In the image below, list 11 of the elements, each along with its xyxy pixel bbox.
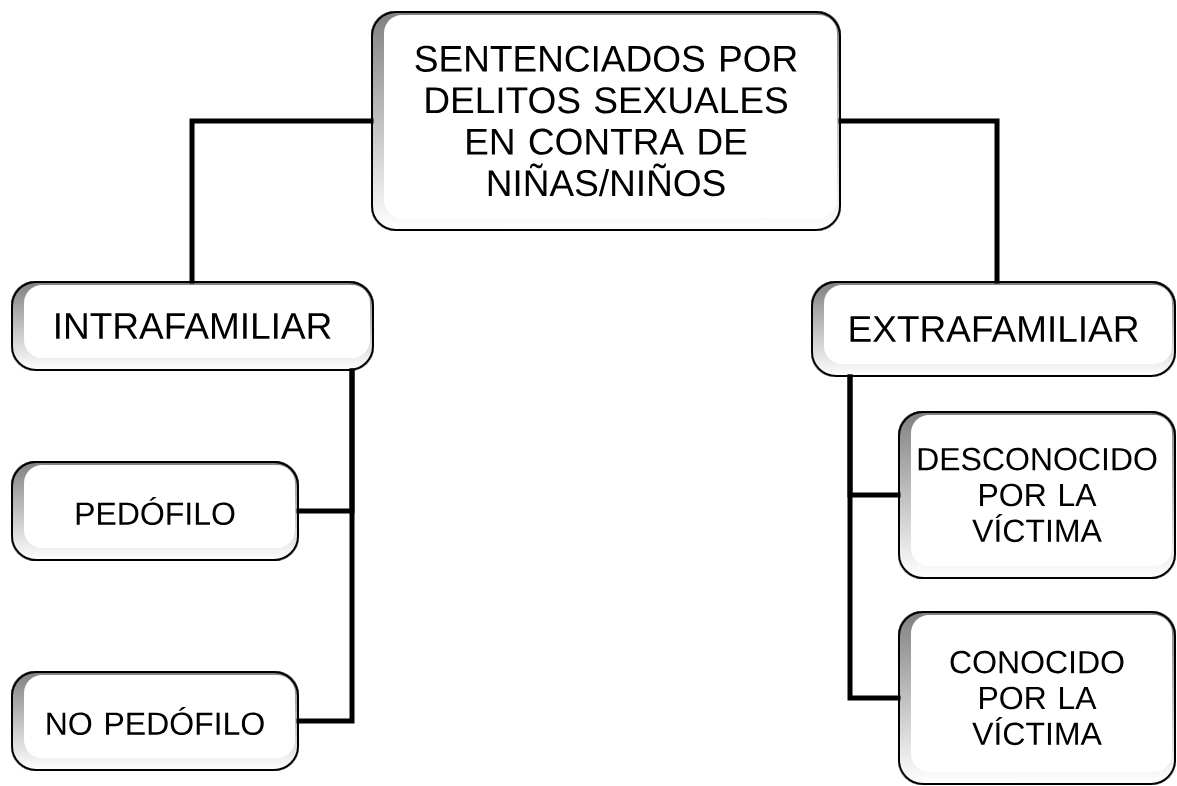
text-box: PEDÓFILO xyxy=(11,461,299,561)
text-box: CONOCIDO POR LA VÍCTIMA xyxy=(898,611,1176,785)
text-box: DESCONOCIDO POR LA VÍCTIMA xyxy=(898,411,1176,579)
text-box: SENTENCIADOS POR DELITOS SEXUALES EN CONTRA DE NIÑAS/NIÑOS xyxy=(371,11,841,231)
text-box: NO PEDÓFILO xyxy=(11,671,299,771)
connector-line xyxy=(189,118,374,284)
connector-line xyxy=(847,374,901,701)
connector-line xyxy=(296,368,355,724)
connector-line xyxy=(838,118,1000,284)
text-box: INTRAFAMILIAR xyxy=(11,281,374,371)
text-box: EXTRAFAMILIAR xyxy=(811,281,1176,377)
